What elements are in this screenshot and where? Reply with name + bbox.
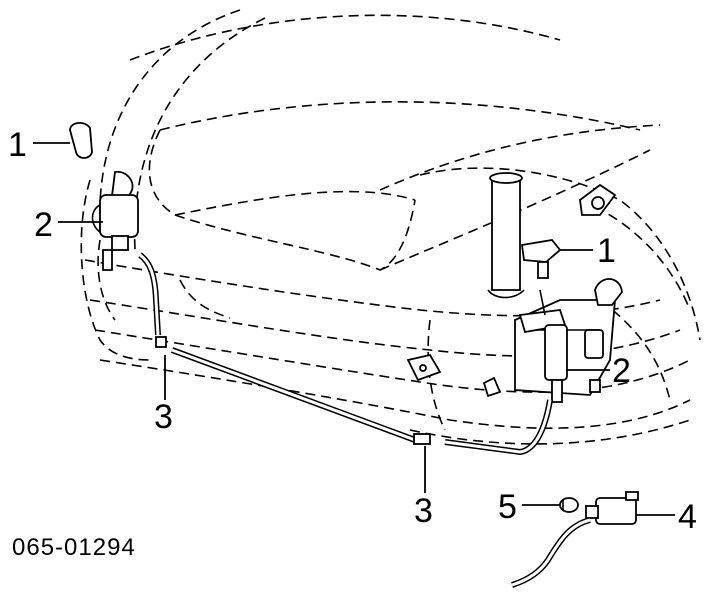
fender-clip	[579, 183, 617, 216]
pump-grommet	[559, 497, 579, 513]
callout-5: 5	[498, 488, 517, 526]
mount-bracket-right	[406, 353, 442, 382]
callout-labels: 1 2 3 1 2 3 5 4	[8, 126, 697, 536]
reservoir-filler-neck	[487, 172, 525, 299]
callout-2-right: 2	[612, 352, 631, 390]
diagram-code: 065-01294	[12, 534, 136, 561]
callout-3-right: 3	[414, 492, 433, 530]
washer-pump	[511, 491, 639, 588]
callout-1-right: 1	[597, 232, 616, 270]
callout-1-left: 1	[8, 126, 27, 164]
callout-3-left: 3	[154, 398, 173, 436]
washer-reservoir	[514, 278, 623, 396]
washer-nozzle-left	[69, 122, 93, 159]
washer-hose-assembly	[138, 252, 553, 456]
washer-nozzle-right	[520, 239, 562, 279]
vehicle-outline	[80, 9, 701, 445]
washer-cylinder-left	[91, 170, 139, 271]
callout-4: 4	[678, 498, 697, 536]
washer-cylinder-right	[518, 289, 568, 403]
callout-2-left: 2	[34, 206, 53, 244]
leader-lines	[33, 142, 675, 516]
